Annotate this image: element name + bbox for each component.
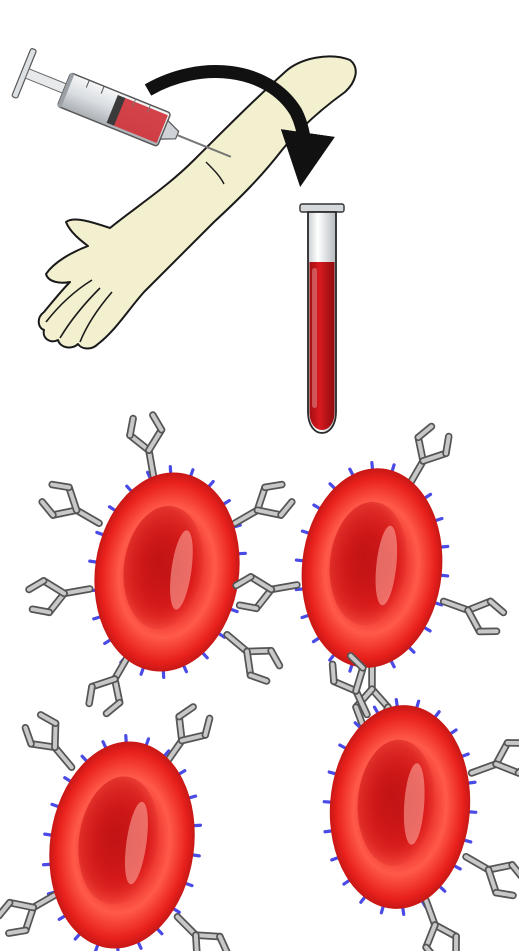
antigen-mark [374, 707, 377, 712]
antigen-mark [45, 834, 51, 835]
antigen-mark [469, 782, 475, 783]
antigen-mark [340, 745, 345, 748]
antigen-mark [190, 796, 196, 798]
antibody-icon [466, 737, 519, 788]
antigen-mark [435, 712, 439, 717]
antigen-mark [425, 494, 430, 497]
red-blood-cell-icon [235, 424, 505, 724]
antigen-mark [372, 463, 373, 469]
antigen-mark [110, 507, 115, 510]
antigen-mark [127, 486, 131, 490]
antigen-mark [392, 465, 394, 471]
antibody-icon [166, 905, 231, 951]
antibody-icon [28, 573, 93, 615]
antigen-mark [403, 908, 404, 914]
antigen-mark [75, 935, 79, 939]
antigen-mark [96, 946, 98, 951]
antibody-icon [438, 586, 505, 637]
antigen-mark [425, 628, 430, 631]
antigen-mark [381, 907, 383, 913]
antigen-mark [146, 739, 148, 745]
antigen-mark [442, 546, 448, 547]
antigen-mark [231, 610, 237, 612]
antigen-mark [410, 648, 414, 652]
antigen-mark [440, 887, 444, 891]
antigen-mark [209, 482, 213, 487]
antigen-mark [350, 665, 352, 671]
cells-group [0, 414, 519, 951]
antigen-mark [138, 943, 141, 948]
antibody-icon [235, 569, 300, 611]
antigen-mark [184, 666, 186, 671]
antigen-mark [332, 858, 338, 860]
antigen-mark [361, 898, 365, 903]
antigen-mark [302, 531, 308, 533]
antigen-mark [59, 916, 64, 919]
test-tube-icon [300, 204, 344, 433]
antigen-mark [296, 560, 302, 561]
antigen-mark [296, 589, 302, 590]
antigen-mark [193, 855, 199, 856]
antigen-mark [94, 617, 100, 619]
antigen-mark [436, 519, 442, 521]
antigen-mark [105, 640, 110, 643]
antibody-icon [217, 622, 284, 685]
antigen-mark [203, 653, 207, 657]
antigen-mark [442, 575, 448, 576]
antibody-icon [39, 479, 107, 537]
antigen-mark [186, 884, 192, 886]
antigen-mark [344, 881, 349, 884]
antigen-mark [302, 616, 308, 618]
antigen-mark [330, 484, 334, 488]
red-blood-cell-icon [0, 704, 231, 951]
antigen-mark [141, 669, 143, 675]
antibody-icon [127, 414, 169, 479]
antibody-icon [21, 711, 84, 778]
antigen-mark [82, 756, 86, 760]
antigen-mark [463, 754, 469, 756]
antigen-mark [313, 638, 318, 641]
antibody-icon [227, 479, 295, 537]
antigen-mark [330, 655, 334, 660]
antigen-mark [158, 929, 162, 933]
antigen-mark [451, 730, 456, 733]
antigen-mark [391, 662, 394, 667]
antigen-mark [97, 532, 103, 534]
antigen-mark [65, 778, 70, 781]
antigen-mark [90, 561, 96, 562]
antigen-mark [191, 470, 193, 476]
antibody-icon [458, 843, 519, 901]
antigen-mark [396, 700, 397, 706]
antigen-mark [455, 866, 460, 869]
red-blood-cell-icon [28, 414, 295, 716]
antigen-mark [224, 501, 229, 504]
antigen-mark [329, 772, 335, 774]
antigen-mark [52, 804, 58, 806]
antigen-mark [417, 701, 419, 707]
antigen-mark [174, 909, 179, 912]
antigen-mark [465, 840, 471, 842]
antigen-mark [325, 831, 331, 832]
antigen-mark [314, 505, 319, 508]
red-blood-cell-icon [323, 653, 519, 951]
antigen-mark [350, 469, 353, 474]
antigen-mark [180, 771, 185, 774]
antigen-mark [103, 742, 106, 747]
